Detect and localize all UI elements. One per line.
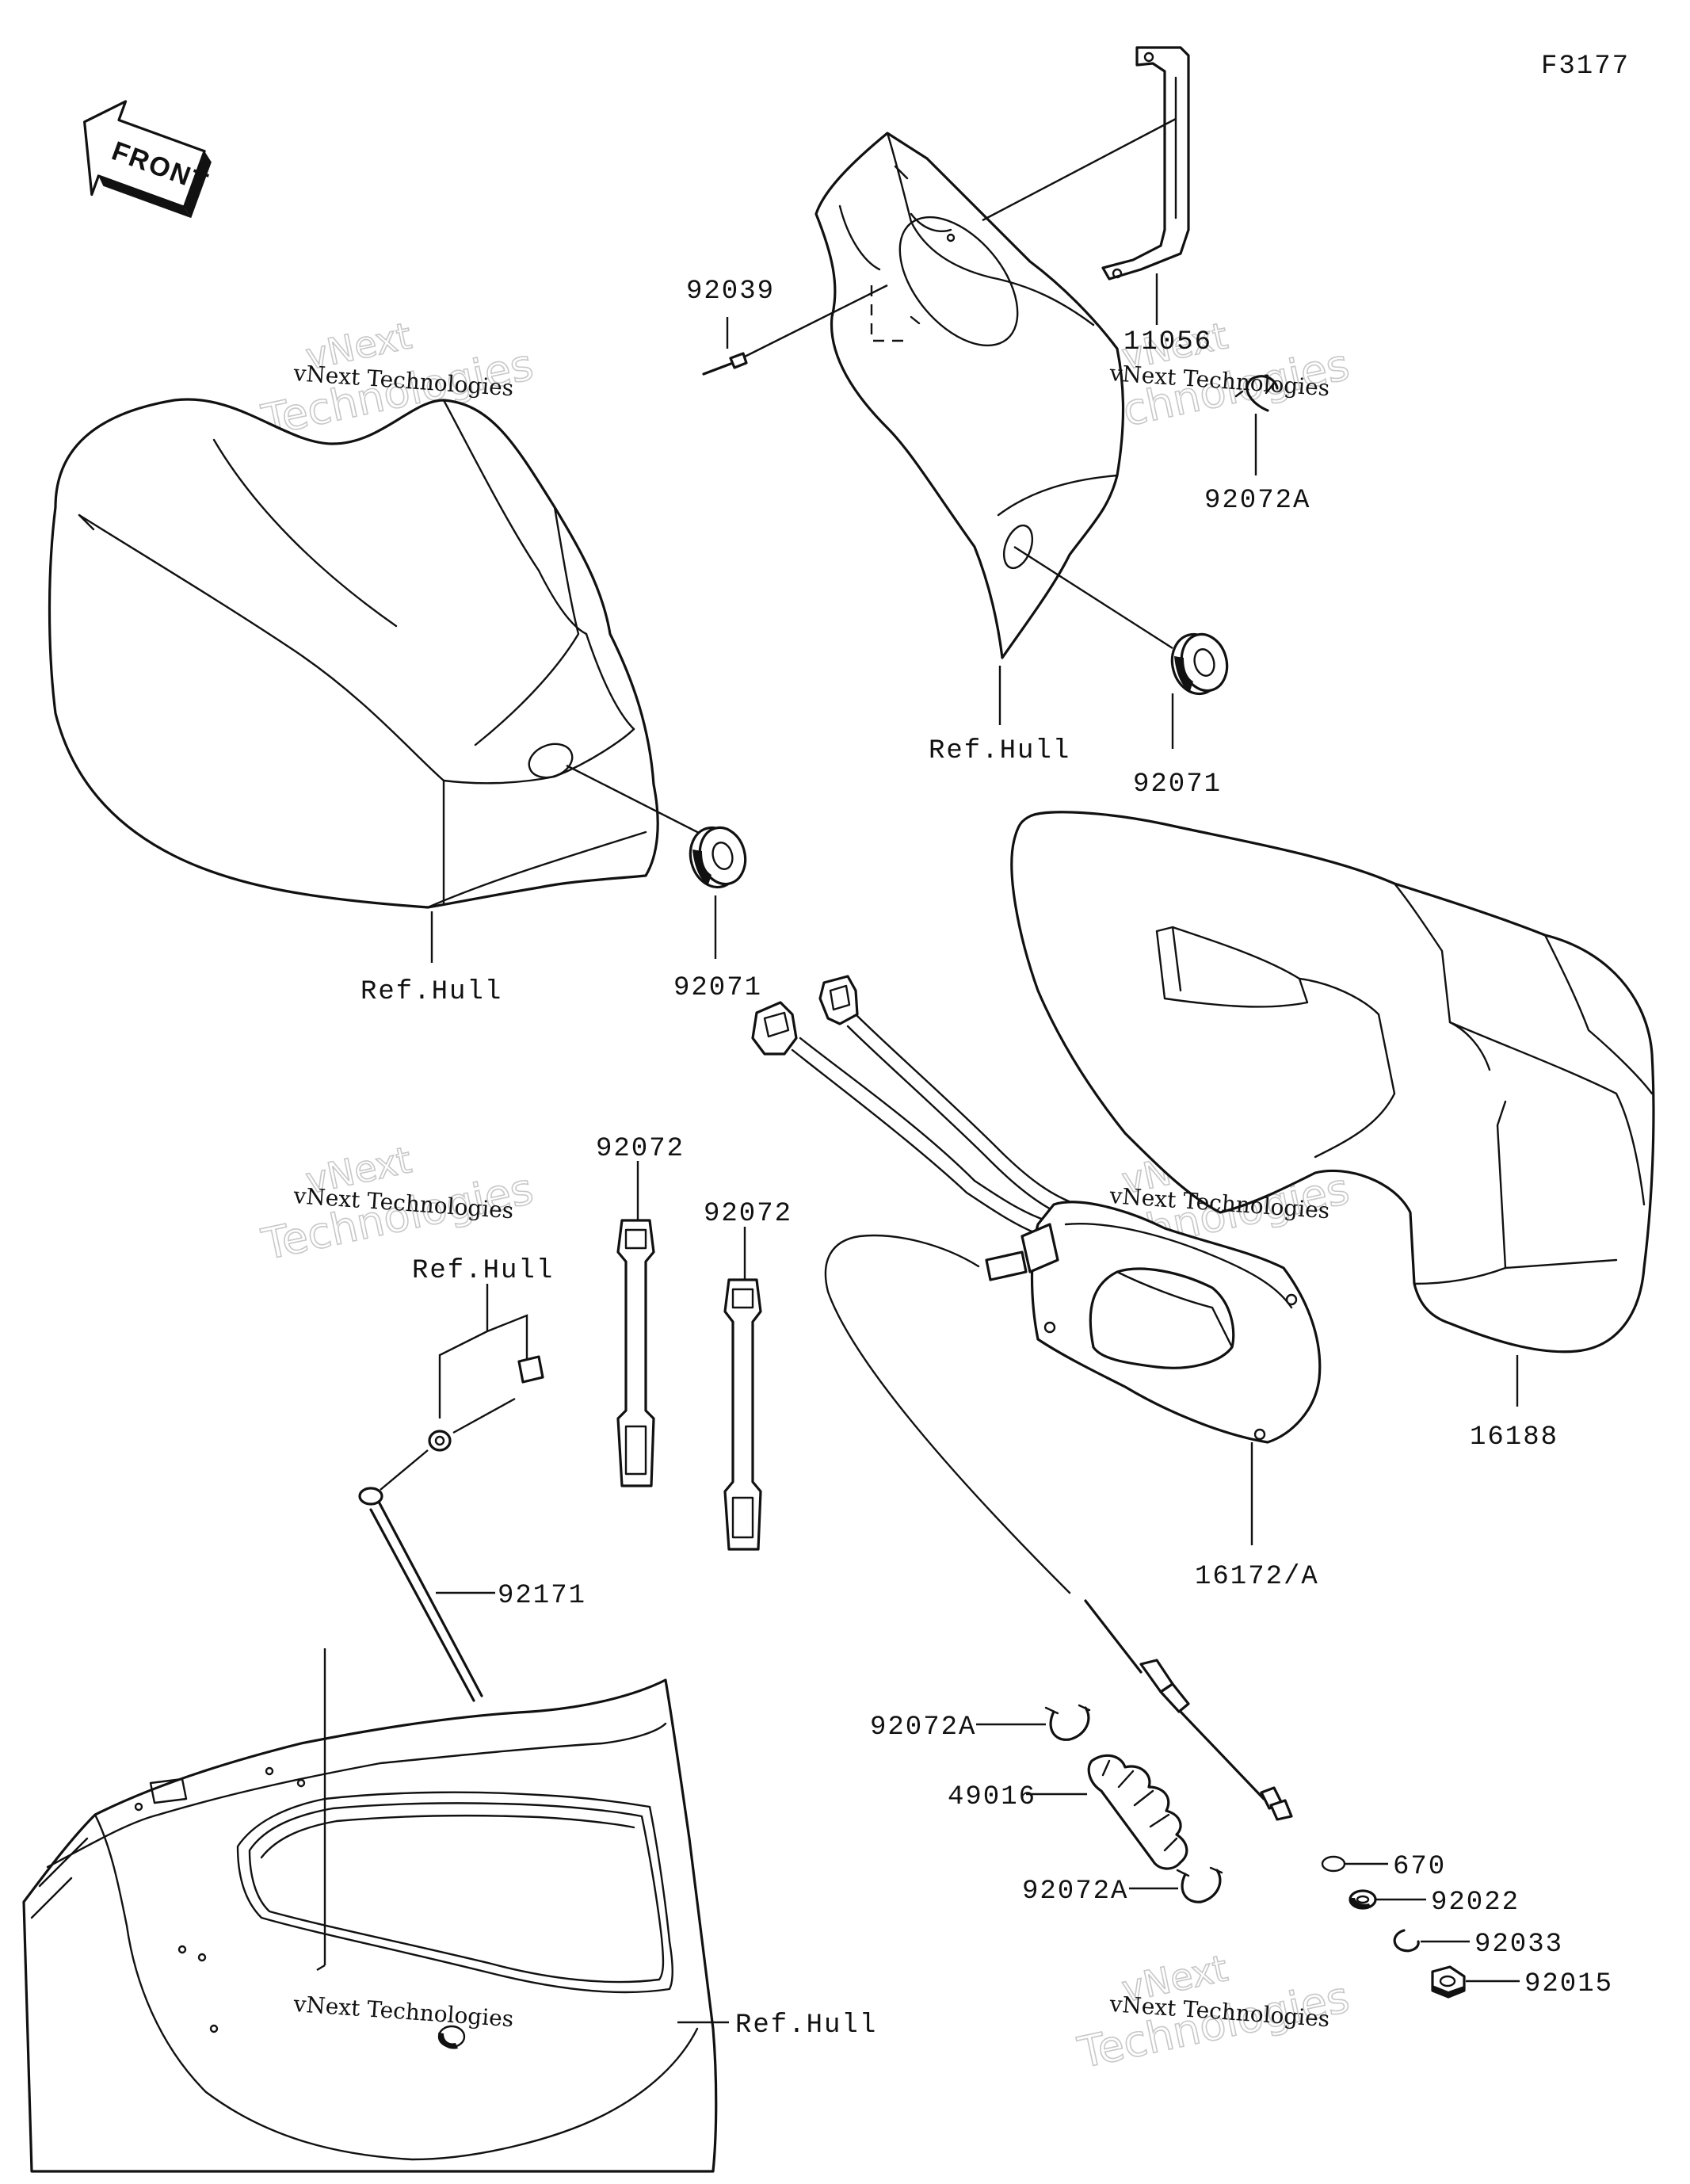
label-92072A-top: 92072A — [1204, 486, 1310, 516]
label-92033: 92033 — [1474, 1930, 1563, 1960]
label-ref-hull-upper: Ref.Hull — [929, 736, 1070, 766]
left-hull-section — [48, 398, 717, 963]
label-16172A: 16172/A — [1195, 1562, 1319, 1592]
strap-92072-b — [723, 1227, 762, 1551]
strap-92072-a — [616, 1161, 655, 1487]
label-92072-b: 92072 — [704, 1199, 792, 1229]
part-labels: 11056 92039 92072A 92071 Ref.Hull Ref.Hu… — [361, 277, 1613, 2041]
label-92072A-low: 92072A — [1022, 1877, 1128, 1907]
grommet-92071-left — [689, 826, 747, 889]
label-ref-hull-mid: Ref.Hull — [412, 1256, 554, 1286]
clip-92072A-low — [1129, 1866, 1223, 1903]
control-unit-16172A — [751, 975, 1322, 1594]
label-92022: 92022 — [1431, 1888, 1520, 1918]
hardware-92015 — [1431, 1965, 1520, 1999]
grommet-92071-upper — [1170, 632, 1229, 696]
label-16188: 16188 — [1470, 1422, 1558, 1453]
label-92071-left: 92071 — [673, 973, 762, 1003]
upper-hull-section — [814, 132, 1125, 659]
label-11056: 11056 — [1123, 327, 1212, 357]
label-ref-hull-bottom: Ref.Hull — [735, 2010, 877, 2041]
hardware-92022 — [1349, 1889, 1426, 1910]
label-92072-a: 92072 — [596, 1134, 685, 1164]
label-670: 670 — [1393, 1852, 1446, 1882]
bottom-hull-section — [22, 1648, 729, 2173]
pin-92039 — [702, 317, 748, 376]
label-ref-hull-left: Ref.Hull — [361, 977, 502, 1007]
label-49016: 49016 — [948, 1782, 1036, 1812]
hardware-92033 — [1393, 1929, 1470, 1953]
figure-code: F3177 — [1541, 52, 1630, 82]
upper-leader-lines — [744, 117, 1257, 749]
boot-49016 — [1026, 1754, 1188, 1870]
clip-92072A-top — [1234, 375, 1279, 412]
ref-hull-mid-assembly — [380, 1284, 544, 1491]
hardware-670 — [1321, 1855, 1388, 1873]
label-92039: 92039 — [686, 277, 775, 307]
label-92015: 92015 — [1524, 1969, 1613, 1999]
bracket-11056 — [1101, 46, 1190, 281]
rod-92171 — [358, 1487, 495, 1702]
battery-case-16188 — [1010, 811, 1655, 1407]
cable-end-adjuster — [1084, 1599, 1293, 1821]
front-arrow-icon: FRONT — [83, 100, 213, 219]
clip-92072A-mid — [976, 1704, 1091, 1741]
label-92072A-mid: 92072A — [870, 1712, 976, 1743]
label-92071-upper: 92071 — [1133, 769, 1222, 800]
label-92171: 92171 — [498, 1581, 586, 1611]
